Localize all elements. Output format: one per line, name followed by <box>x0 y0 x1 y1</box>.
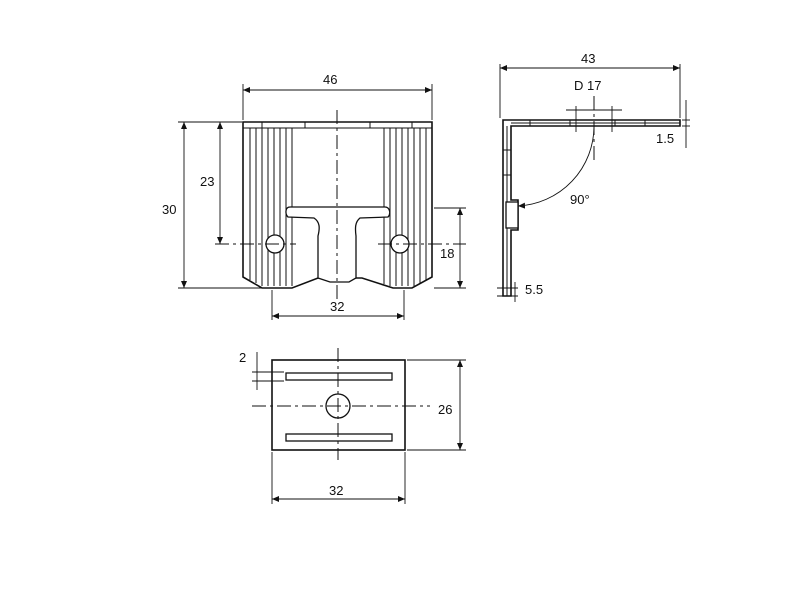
side-view: D 17 90° 43 1.5 5.5 <box>497 51 690 302</box>
angle-arc <box>517 125 595 209</box>
dim-46-label: 46 <box>323 72 337 87</box>
dim-2-label: 2 <box>239 350 246 365</box>
dim-23-label: 23 <box>200 174 214 189</box>
lower-slot <box>285 433 393 442</box>
dim-32-bottom-label: 32 <box>329 483 343 498</box>
dim-1-5-label: 1.5 <box>656 131 674 146</box>
t-slot <box>285 206 391 283</box>
left-rib-lines <box>249 128 293 286</box>
front-view: 46 30 23 18 32 <box>162 72 466 320</box>
dim-30-label: 30 <box>162 202 176 217</box>
dim-43-label: 43 <box>581 51 595 66</box>
bottom-view: 2 26 32 <box>239 348 466 504</box>
side-tab <box>505 201 519 229</box>
right-rib-lines <box>383 128 427 286</box>
dim-90-label: 90° <box>570 192 590 207</box>
upper-slot <box>285 372 393 381</box>
dim-5-5-label: 5.5 <box>525 282 543 297</box>
dim-d17-label: D 17 <box>574 78 601 93</box>
side-bracket-outline <box>502 119 681 297</box>
dim-18-label: 18 <box>440 246 454 261</box>
dim-32-front-label: 32 <box>330 299 344 314</box>
dim-26-label: 26 <box>438 402 452 417</box>
